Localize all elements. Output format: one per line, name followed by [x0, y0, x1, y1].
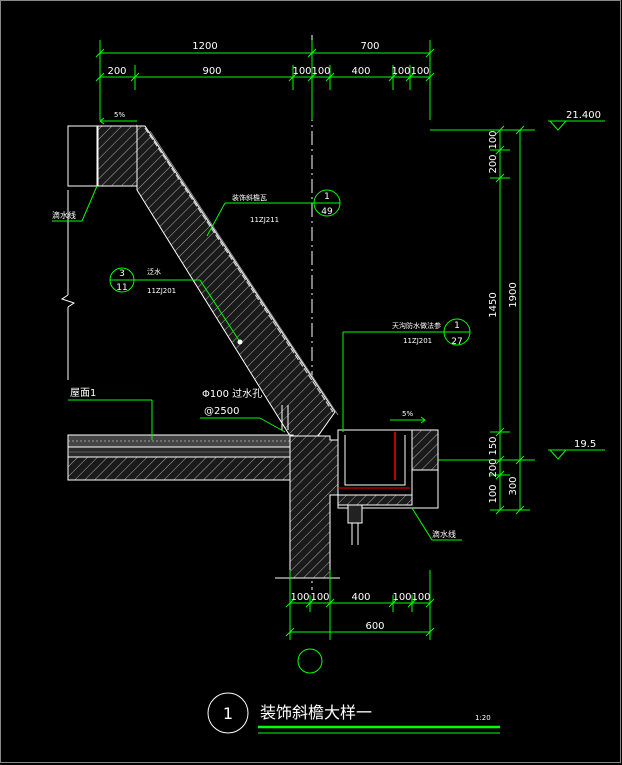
- title-block: 1 装饰斜檐大样一 1:20: [207, 692, 500, 734]
- axis-bubble: [297, 648, 323, 674]
- elevation-top-label: 21.400: [566, 110, 601, 121]
- dim-bottom-seg: 100: [290, 592, 309, 603]
- dim-right-overall-upper: 1900: [508, 282, 519, 307]
- waterproof-point: [237, 339, 243, 345]
- top-coping-block: [96, 125, 138, 187]
- title-number-circle: [207, 692, 249, 734]
- title-scale: 1:20: [475, 714, 491, 722]
- dim-bottom-overall: 600: [365, 621, 384, 632]
- tile-layer-outer: [144, 127, 334, 413]
- dim-right-seg: 150: [488, 436, 499, 455]
- waterproof-label: 泛水: [147, 267, 161, 276]
- dim-top-seg: 400: [351, 66, 370, 77]
- bottom-dimensions: 100 100 400 100 100 600: [285, 570, 435, 640]
- dim-right-seg: 100: [488, 130, 499, 149]
- title-text: 装饰斜檐大样一: [260, 703, 372, 722]
- dim-top-seg: 100: [292, 66, 311, 77]
- drain-hole-spacing-label: @2500: [204, 406, 239, 417]
- top-coping-outline: [67, 125, 99, 187]
- ref-gutter-top: 1: [454, 321, 460, 331]
- dim-right-seg: 1450: [488, 292, 499, 317]
- elevation-bottom-label: 19.5: [574, 439, 596, 450]
- slope-top: 5%: [99, 111, 137, 125]
- left-break-line: [60, 190, 76, 380]
- dim-top-seg: 100: [410, 66, 429, 77]
- tile-layer-inner: [149, 130, 339, 416]
- dim-bottom-seg: 100: [310, 592, 329, 603]
- slope-gutter-label: 5%: [402, 410, 413, 418]
- edge-beam: [289, 429, 439, 579]
- dim-top-seg: 100: [311, 66, 330, 77]
- dim-bottom-seg: 100: [411, 592, 430, 603]
- ref-waterproof-bottom: 11: [116, 283, 127, 293]
- tile-code-label: 11ZJ211: [250, 216, 279, 224]
- dim-top-seg: 900: [202, 66, 221, 77]
- dim-bottom-seg: 400: [351, 592, 370, 603]
- dim-bottom-seg: 100: [392, 592, 411, 603]
- title-number: 1: [223, 704, 233, 723]
- ref-waterproof-top: 3: [119, 269, 125, 279]
- dim-right-seg: 100: [488, 484, 499, 503]
- dim-top-overall-right: 700: [360, 41, 379, 52]
- waterproof-code-label: 11ZJ201: [147, 287, 176, 295]
- roof-slab: [67, 456, 291, 481]
- dim-top-seg: 100: [391, 66, 410, 77]
- roof-layers: [67, 434, 294, 458]
- drip-line-top-label: 滴水线: [52, 210, 76, 220]
- roof-label: 屋面1: [70, 387, 96, 399]
- dim-right-seg: 200: [488, 458, 499, 477]
- ref-tile-top: 1: [324, 192, 330, 202]
- ref-gutter-bottom: 27: [451, 337, 462, 347]
- gutter: [337, 429, 439, 545]
- dim-right-seg: 200: [488, 154, 499, 173]
- right-dimensions: 100 200 1450 150 200 100 1900 300: [430, 125, 535, 515]
- gutter-waterproof-label: 天沟防水做法参: [392, 321, 441, 330]
- ref-tile-bottom: 49: [321, 207, 333, 217]
- dim-top-seg: 200: [107, 66, 126, 77]
- dim-right-overall-lower: 300: [508, 476, 519, 495]
- tile-finish-label: 装饰斜檐瓦: [232, 193, 267, 202]
- gutter-code-label: 11ZJ201: [403, 337, 432, 345]
- slope-gutter: 5%: [390, 410, 426, 424]
- drip-line-bottom-leader: [411, 507, 433, 541]
- top-dimensions: 1200 700 200 900 100 100 400 100 100: [95, 40, 435, 120]
- elevation-top: 21.400: [548, 110, 605, 131]
- drain-hole-size-label: Φ100 过水孔: [202, 387, 262, 400]
- elevation-bottom: 19.5: [548, 439, 605, 460]
- slope-top-label: 5%: [114, 111, 125, 119]
- dim-top-overall-left: 1200: [192, 41, 217, 52]
- drip-line-bottom-label: 滴水线: [432, 529, 456, 539]
